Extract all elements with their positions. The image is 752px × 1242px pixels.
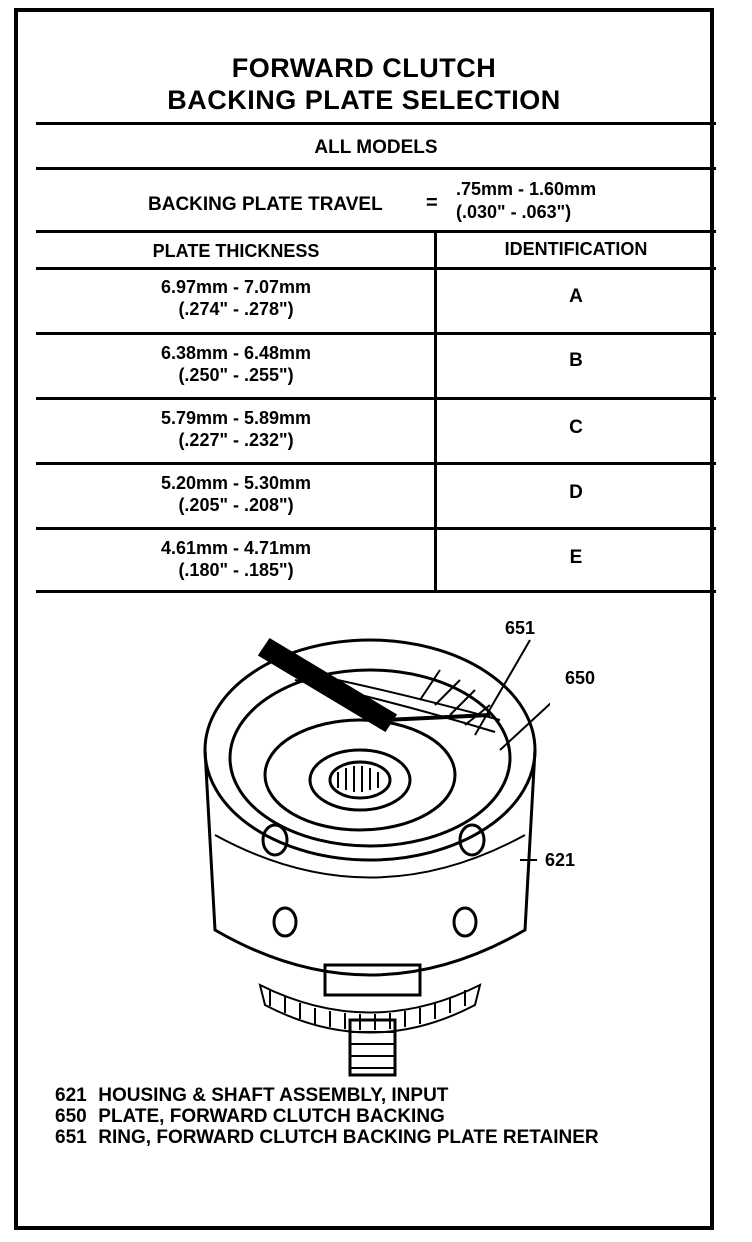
table-row: 4.61mm - 4.71mm (.180" - .185")	[36, 537, 436, 581]
divider	[36, 267, 716, 270]
housing-hole	[272, 906, 298, 938]
identification-letter: B	[569, 350, 583, 371]
thickness-imperial: (.180" - .185")	[178, 560, 294, 580]
applies-to-label: ALL MODELS	[314, 137, 438, 158]
divider	[36, 397, 716, 400]
thickness-imperial: (.205" - .208")	[178, 495, 294, 515]
table-row: 5.79mm - 5.89mm (.227" - .232")	[36, 407, 436, 451]
clutch-housing-illustration	[203, 637, 550, 1077]
document-frame: FORWARD CLUTCH BACKING PLATE SELECTION A…	[14, 8, 716, 1230]
divider	[36, 527, 716, 530]
part-number: 621	[55, 1085, 87, 1106]
shaft-bore	[308, 748, 412, 812]
table-row: 6.97mm - 7.07mm (.274" - .278")	[36, 276, 436, 320]
title-line-1: FORWARD CLUTCH	[231, 53, 497, 83]
part-description: RING, FORWARD CLUTCH BACKING PLATE RETAI…	[98, 1127, 599, 1148]
part-number: 651	[55, 1127, 87, 1148]
header-plate-thickness: PLATE THICKNESS	[152, 241, 320, 261]
thickness-imperial: (.274" - .278")	[178, 299, 294, 319]
legend-item: 650 PLATE, FORWARD CLUTCH BACKING	[55, 1106, 599, 1127]
leader-line-651	[474, 639, 531, 736]
travel-value: .75mm - 1.60mm (.030" - .063")	[456, 178, 596, 224]
identification-letter: D	[569, 482, 583, 503]
housing-inner-rim	[228, 668, 512, 848]
travel-imperial: (.030" - .063")	[456, 202, 572, 222]
housing-hole	[452, 906, 478, 938]
travel-equals: =	[426, 192, 438, 214]
housing-hole	[261, 823, 289, 857]
housing-tab	[323, 963, 422, 997]
feeler-gauge	[257, 637, 491, 733]
clutch-drum	[263, 718, 457, 832]
thickness-metric: 6.38mm - 6.48mm	[160, 343, 312, 363]
table-row: 6.38mm - 6.48mm (.250" - .255")	[36, 342, 436, 386]
thickness-metric: 5.79mm - 5.89mm	[160, 408, 312, 428]
travel-label: BACKING PLATE TRAVEL	[148, 194, 383, 215]
legend-item: 621 HOUSING & SHAFT ASSEMBLY, INPUT	[55, 1085, 599, 1106]
splined-shaft	[328, 760, 392, 800]
leader-line-650	[499, 702, 550, 751]
travel-metric: .75mm - 1.60mm	[456, 179, 597, 199]
thickness-metric: 5.20mm - 5.30mm	[160, 473, 312, 493]
legend-item: 651 RING, FORWARD CLUTCH BACKING PLATE R…	[55, 1127, 599, 1148]
thickness-imperial: (.227" - .232")	[178, 430, 294, 450]
identification-letter: A	[569, 286, 583, 307]
thickness-metric: 4.61mm - 4.71mm	[160, 538, 312, 558]
housing-hole	[458, 823, 486, 857]
input-shaft	[348, 1018, 397, 1077]
callout-650: 650	[565, 668, 596, 688]
identification-letter: E	[569, 547, 583, 568]
identification-letter: C	[569, 417, 583, 438]
callout-651: 651	[505, 618, 536, 638]
divider	[36, 230, 716, 233]
divider	[36, 462, 716, 465]
header-identification: IDENTIFICATION	[504, 239, 648, 259]
page-title: FORWARD CLUTCH BACKING PLATE SELECTION	[18, 52, 710, 116]
thickness-metric: 6.97mm - 7.07mm	[160, 277, 312, 297]
part-description: HOUSING & SHAFT ASSEMBLY, INPUT	[98, 1085, 449, 1106]
divider	[36, 590, 716, 593]
column-divider	[434, 230, 437, 590]
divider	[36, 167, 716, 170]
callout-621: 621	[545, 850, 576, 870]
divider	[36, 122, 716, 125]
housing-body	[203, 749, 537, 977]
thickness-imperial: (.250" - .255")	[178, 365, 294, 385]
parts-legend: 621 HOUSING & SHAFT ASSEMBLY, INPUT 650 …	[55, 1085, 599, 1148]
part-description: PLATE, FORWARD CLUTCH BACKING	[98, 1106, 445, 1127]
title-line-2: BACKING PLATE SELECTION	[167, 85, 561, 115]
divider	[36, 332, 716, 335]
part-number: 650	[55, 1106, 87, 1127]
table-row: 5.20mm - 5.30mm (.205" - .208")	[36, 472, 436, 516]
